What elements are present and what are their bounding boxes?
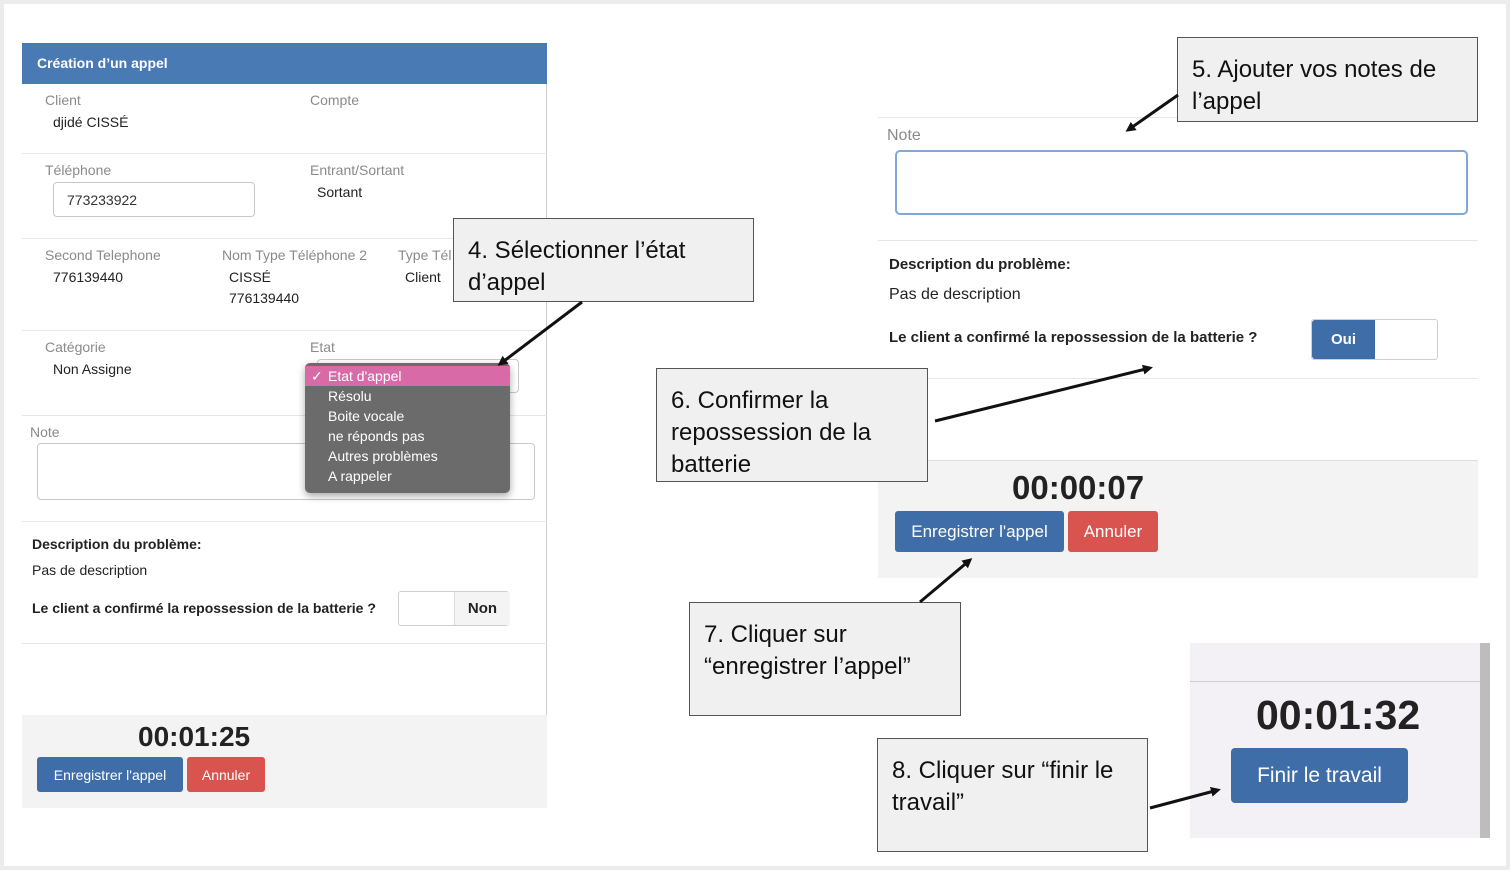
- arrow-step5: [1125, 93, 1179, 132]
- check-icon: ✓: [311, 368, 323, 384]
- dropdown-option-boite-vocale[interactable]: Boite vocale: [328, 408, 405, 424]
- cancel-button[interactable]: Annuler: [187, 757, 265, 792]
- second-telephone-label: Second Telephone: [45, 247, 161, 263]
- nom-type-phone: 776139440: [229, 290, 300, 306]
- divider: [878, 378, 1478, 379]
- divider: [22, 330, 547, 331]
- compte-label: Compte: [310, 92, 360, 108]
- finish-timer: 00:01:32: [1256, 692, 1421, 738]
- client-label: Client: [45, 92, 81, 108]
- note-textarea[interactable]: [895, 150, 1468, 215]
- note-label: Note: [887, 127, 921, 144]
- arrow-step6: [934, 364, 1153, 423]
- call-footer: 00:00:07 Enregistrer l'appel Annuler: [878, 460, 1478, 578]
- toggle-state-label: Oui: [1312, 320, 1375, 359]
- divider: [22, 238, 547, 239]
- type-tel-value: Client: [405, 269, 441, 285]
- arrow-step8: [1149, 786, 1221, 810]
- categorie-label: Catégorie: [45, 339, 106, 355]
- dropdown-option-etat-appel[interactable]: ✓ Etat d'appel: [305, 366, 510, 386]
- finish-work-button[interactable]: Finir le travail: [1231, 748, 1408, 803]
- divider: [878, 240, 1478, 241]
- description-label: Description du problème:: [889, 256, 1071, 273]
- entrant-sortant-value: Sortant: [317, 184, 363, 200]
- dropdown-option-resolu[interactable]: Résolu: [328, 388, 372, 404]
- annotation-step5: 5. Ajouter vos notes de l’appel: [1177, 37, 1478, 122]
- repossession-toggle[interactable]: Oui: [1311, 319, 1438, 360]
- repossession-question: Le client a confirmé la repossession de …: [889, 329, 1258, 346]
- dropdown-option-a-rappeler[interactable]: A rappeler: [328, 468, 392, 484]
- client-value: djidé CISSÉ: [53, 114, 129, 130]
- save-call-button[interactable]: Enregistrer l'appel: [37, 757, 183, 792]
- description-value: Pas de description: [32, 562, 148, 578]
- dropdown-option-ne-reponds-pas[interactable]: ne réponds pas: [328, 428, 425, 444]
- dropdown-option-autres-problemes[interactable]: Autres problèmes: [328, 448, 438, 464]
- call-creation-panel: Création d’un appel Client djidé CISSÉ C…: [22, 43, 547, 808]
- telephone-label: Téléphone: [45, 162, 112, 178]
- telephone-input[interactable]: 773233922: [53, 182, 255, 217]
- divider: [22, 153, 547, 154]
- divider: [22, 643, 547, 644]
- annotation-step7: 7. Cliquer sur “enregistrer l’appel”: [689, 602, 961, 716]
- second-telephone-value: 776139440: [53, 269, 124, 285]
- repossession-question: Le client a confirmé la repossession de …: [32, 600, 376, 616]
- annotation-step6: 6. Confirmer la repossession de la batte…: [656, 368, 928, 482]
- option-label: Etat d'appel: [328, 368, 402, 384]
- entrant-sortant-label: Entrant/Sortant: [310, 162, 405, 178]
- etat-label: Etat: [310, 339, 335, 355]
- nom-type-value: CISSÉ: [229, 269, 272, 285]
- finish-panel: 00:01:32 Finir le travail: [1190, 643, 1490, 838]
- call-timer: 00:01:25: [138, 721, 251, 752]
- toggle-state-label: Non: [454, 592, 510, 625]
- categorie-value: Non Assigne: [53, 361, 132, 377]
- repossession-toggle[interactable]: Non: [398, 591, 510, 626]
- arrow-step4: [497, 300, 583, 366]
- divider: [22, 521, 547, 522]
- note-label: Note: [30, 424, 60, 440]
- annotation-step4: 4. Sélectionner l’état d’appel: [453, 218, 754, 302]
- cancel-button[interactable]: Annuler: [1068, 511, 1158, 552]
- nom-type-label: Nom Type Téléphone 2: [222, 247, 368, 263]
- arrow-step7: [919, 558, 973, 604]
- call-timer: 00:00:07: [1012, 469, 1145, 506]
- divider: [22, 415, 547, 416]
- divider: [1190, 681, 1480, 682]
- type-tel-label: Type Tél: [398, 247, 452, 263]
- annotation-step8: 8. Cliquer sur “finir le travail”: [877, 738, 1148, 852]
- description-value: Pas de description: [889, 286, 1021, 303]
- call-footer: 00:01:25 Enregistrer l'appel Annuler: [22, 715, 547, 808]
- etat-dropdown-menu: ✓ Etat d'appel Résolu Boite vocale ne ré…: [305, 363, 510, 493]
- panel-title: Création d’un appel: [22, 43, 547, 84]
- description-label: Description du problème:: [32, 536, 202, 552]
- save-call-button[interactable]: Enregistrer l'appel: [895, 511, 1064, 552]
